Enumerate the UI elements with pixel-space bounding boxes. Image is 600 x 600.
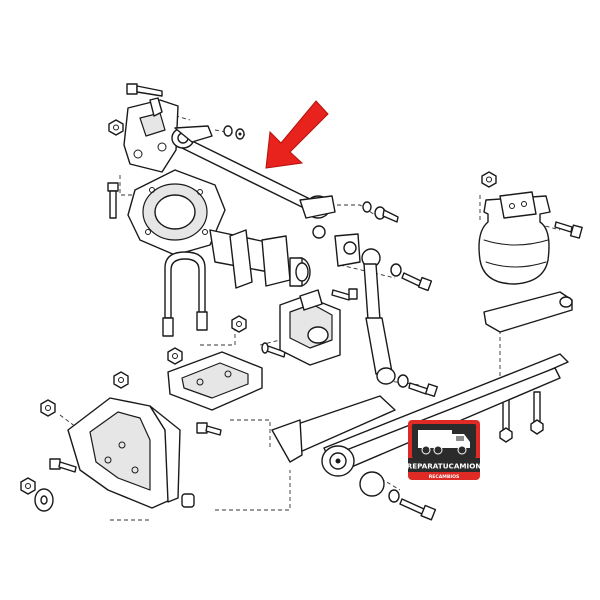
bolt-icon — [312, 225, 358, 301]
bolt-icon — [49, 458, 77, 473]
bolt-icon — [397, 374, 439, 398]
bolt-icon — [388, 489, 437, 521]
nut-icon — [20, 315, 247, 495]
centre-bracket — [279, 289, 341, 366]
brand-name: REPARATUCAMION — [407, 462, 482, 471]
truck-icon — [418, 430, 470, 455]
washer-icon — [223, 125, 245, 140]
torque-rod[interactable] — [171, 125, 336, 219]
axle-housing — [127, 169, 311, 289]
bolt-icon — [107, 182, 119, 219]
bolt-icon — [554, 221, 583, 239]
brand-logo: REPARATUCAMION RECAMBIOS — [407, 420, 482, 480]
upper-bracket — [123, 97, 179, 173]
red-arrow-icon — [265, 100, 329, 169]
brand-tagline: RECAMBIOS — [429, 474, 460, 480]
bolt-icon — [196, 422, 222, 436]
air-spring — [478, 191, 573, 333]
nut-icon — [481, 171, 497, 188]
spring-seat — [167, 351, 263, 411]
bolt-icon — [390, 263, 433, 292]
bolt-icon — [126, 83, 163, 97]
hanger-bracket — [67, 397, 181, 509]
shock-absorber — [334, 233, 396, 385]
u-bolt — [162, 251, 208, 337]
nut-icon — [108, 119, 124, 136]
stud-icon — [499, 391, 544, 443]
bushing-icon — [34, 488, 195, 512]
bolt-icon — [362, 201, 399, 223]
